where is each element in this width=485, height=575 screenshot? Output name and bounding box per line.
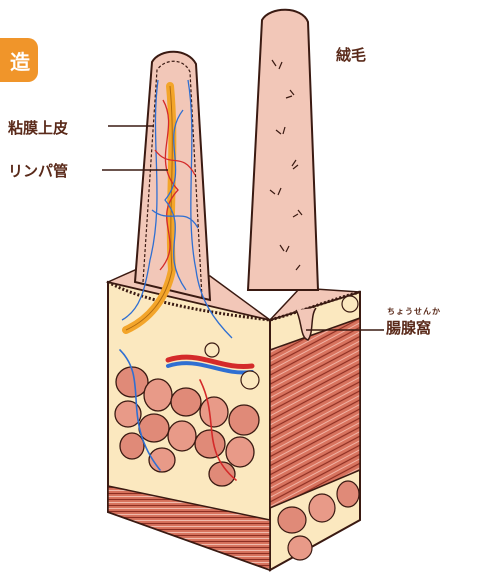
label-crypt: 腸腺窩 xyxy=(386,317,431,338)
label-lymph: リンパ管 xyxy=(8,160,68,181)
label-mucosa: 粘膜上皮 xyxy=(8,117,68,138)
villus-right xyxy=(248,10,318,290)
label-villus: 絨毛 xyxy=(336,44,366,65)
label-crypt-ruby: ちょうせんか xyxy=(387,306,441,317)
